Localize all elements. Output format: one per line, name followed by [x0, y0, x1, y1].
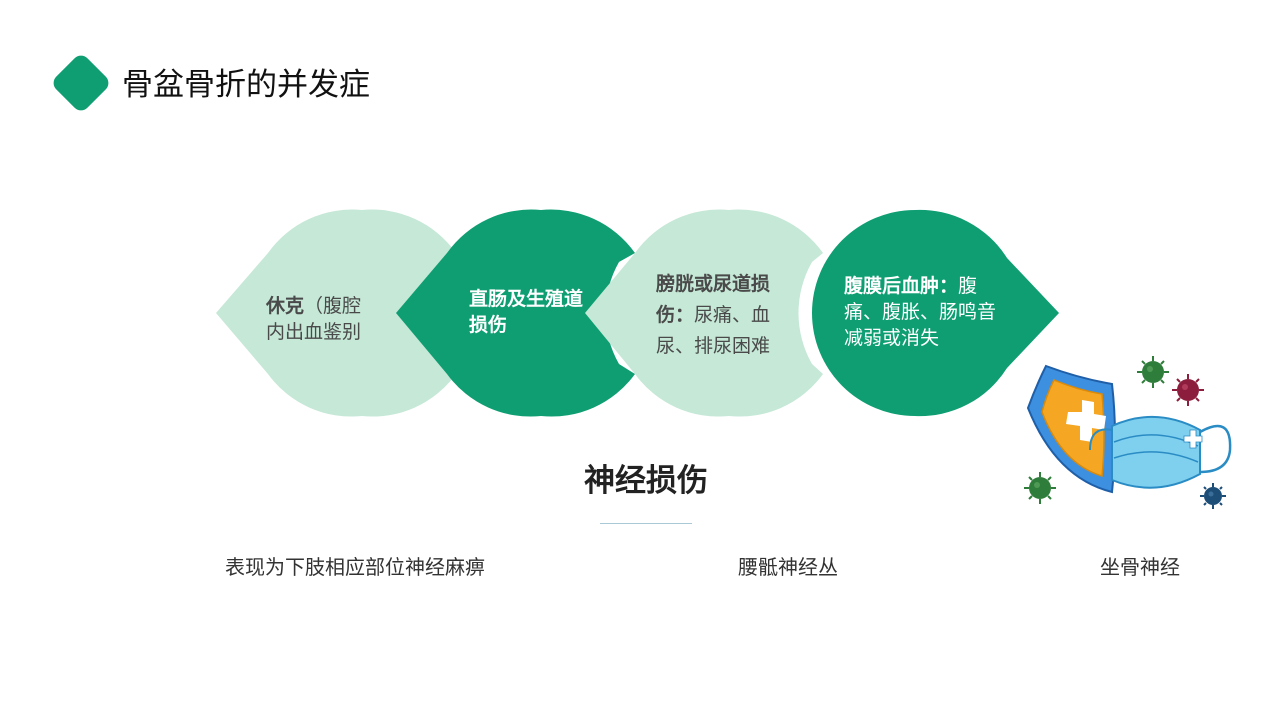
virus-icon: [1200, 483, 1226, 509]
complication-detail: 尿痛、血尿、排尿困难: [656, 304, 771, 357]
complication-shape-shock: [216, 209, 456, 417]
nerve-injury-heading: 神经损伤: [584, 463, 708, 499]
complication-title: 膀胱或尿道损伤：: [656, 273, 771, 326]
medical-cross-icon: [1066, 400, 1106, 442]
complication-text-shock: 休克（腹腔内出血鉴别: [266, 293, 378, 345]
medical-illustration: [1024, 356, 1232, 509]
complication-detail: 腹痛、腹胀、肠鸣音减弱或消失: [844, 275, 997, 349]
complication-shape-hematoma: [812, 209, 1059, 417]
virus-icon: [1172, 374, 1204, 406]
complication-shape-bladder: [585, 209, 823, 417]
nerve-item-symptom: 表现为下肢相应部位神经麻痹: [225, 555, 485, 579]
complication-text-rectal: 直肠及生殖道损伤: [469, 286, 584, 338]
complication-title: 休克: [266, 295, 305, 317]
complication-title: 直肠及生殖道损伤: [469, 288, 584, 336]
virus-icon: [1024, 472, 1056, 504]
complication-detail: （腹腔内出血鉴别: [266, 295, 362, 343]
nerve-item-lumbosacral: 腰骶神经丛: [738, 555, 838, 579]
page-title: 骨盆骨折的并发症: [122, 67, 370, 103]
complication-text-bladder: 膀胱或尿道损伤：尿痛、血尿、排尿困难: [656, 269, 790, 362]
complication-title: 腹膜后血肿：: [844, 275, 959, 297]
nerve-item-sciatic: 坐骨神经: [1100, 555, 1180, 579]
complication-text-hematoma: 腹膜后血肿：腹痛、腹胀、肠鸣音减弱或消失: [844, 273, 998, 351]
face-mask-icon: [1089, 416, 1232, 489]
heading-divider: [600, 523, 692, 524]
complication-shape-rectal: [396, 209, 635, 417]
virus-icon: [1137, 356, 1169, 388]
